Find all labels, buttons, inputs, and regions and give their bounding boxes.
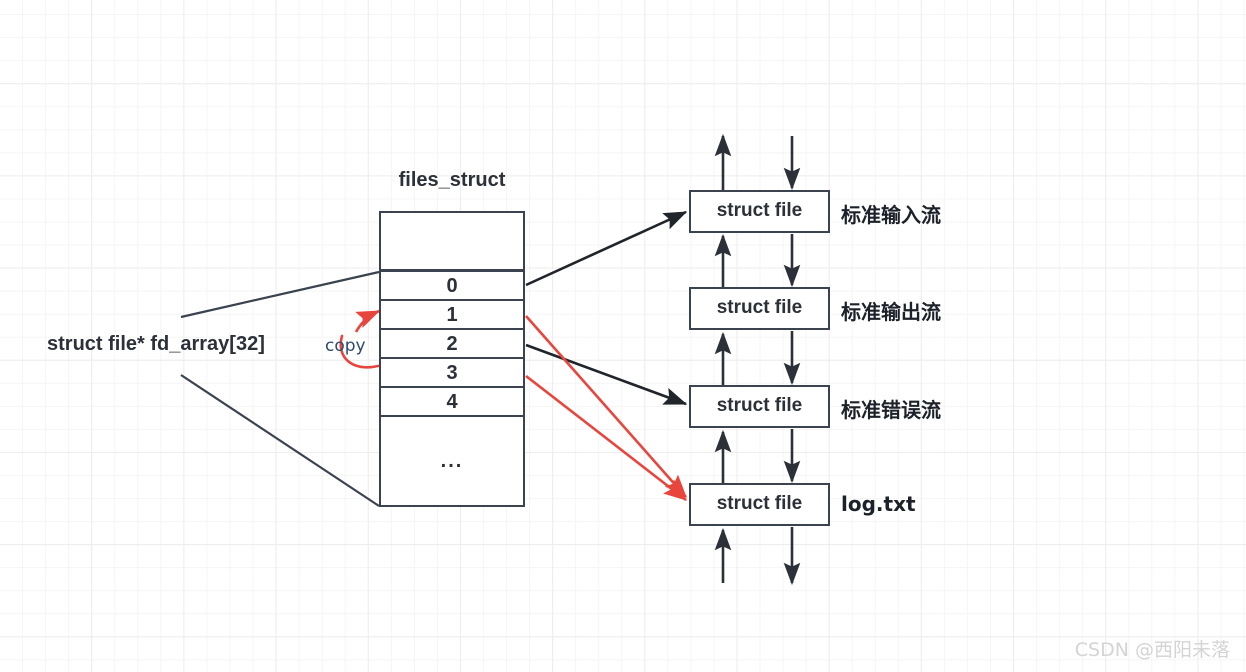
fd-row-ellipsis: ... [440,450,464,472]
fd-array-leader-lines [180,270,380,507]
fd-row-3[interactable]: 3 [381,359,523,388]
files-struct-table: 0 1 2 3 4 ... [379,211,525,507]
stream-label-stdout: 标准输出流 [841,300,941,324]
fd-row-header [381,213,523,272]
edge-fd0-to-stdin [525,210,688,287]
stream-label-logtxt: log.txt [841,492,916,516]
struct-file-box-logtxt[interactable]: struct file [689,483,830,526]
stream-label-stderr: 标准错误流 [841,398,941,422]
stream-label-stdin: 标准输入流 [841,203,941,227]
struct-file-box-stdin[interactable]: struct file [689,190,830,233]
watermark: CSDN @西阳未落 [1074,639,1230,661]
fd-row-4[interactable]: 4 [381,388,523,417]
fd-row-2[interactable]: 2 [381,330,523,359]
fd-array-label: struct file* fd_array[32] [47,333,265,355]
edge-fd3-to-logtxt [525,374,688,502]
files-struct-title: files_struct [398,169,506,191]
struct-file-box-stdout[interactable]: struct file [689,287,830,330]
struct-file-box-stderr[interactable]: struct file [689,385,830,428]
edge-fd2-to-stderr [525,343,688,406]
edge-fd1-to-logtxt [525,315,687,498]
fd-row-1[interactable]: 1 [381,301,523,330]
fd-row-0[interactable]: 0 [381,272,523,301]
copy-label: copy [325,336,366,356]
